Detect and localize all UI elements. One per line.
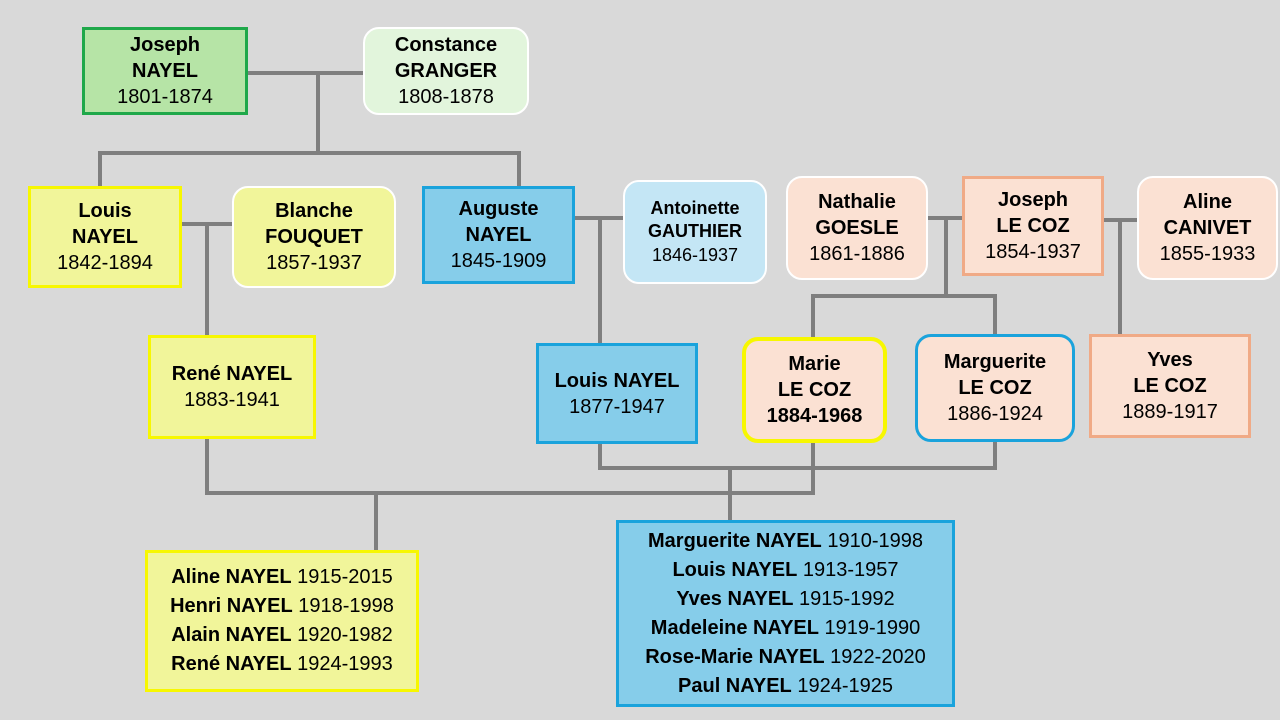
list-item: Paul NAYEL 1924-1925: [678, 674, 893, 697]
last-name: LE COZ: [958, 377, 1032, 399]
first-name: Joseph: [129, 34, 201, 56]
first-name: Antoinette: [650, 197, 740, 218]
first-name: Auguste: [458, 198, 539, 220]
years: 1808-1878: [398, 86, 494, 108]
children-of-louis-and-marguerite: Marguerite NAYEL 1910-1998 Louis NAYEL 1…: [616, 520, 955, 707]
person-yves-le-coz: Yves LE COZ 1889-1917: [1089, 334, 1251, 438]
years: 1886-1924: [947, 403, 1043, 425]
last-name: LE COZ: [1133, 375, 1207, 397]
person-blanche-fouquet: Blanche FOUQUET 1857-1937: [232, 186, 396, 288]
list-item: Yves NAYEL 1915-1992: [676, 587, 895, 610]
list-item: Marguerite NAYEL 1910-1998: [648, 529, 923, 552]
person-antoinette-gauthier: Antoinette GAUTHIER 1846-1937: [623, 180, 767, 284]
list-item: Alain NAYEL 1920-1982: [171, 624, 393, 646]
first-name: Marie: [788, 353, 841, 375]
first-name: Yves: [1147, 349, 1193, 371]
person-auguste-nayel: Auguste NAYEL 1845-1909: [422, 186, 575, 284]
years: 1855-1933: [1159, 243, 1256, 265]
first-name: Joseph: [997, 189, 1069, 211]
children-of-rene-and-marie: Aline NAYEL 1915-2015 Henri NAYEL 1918-1…: [145, 550, 419, 692]
years: 1854-1937: [985, 241, 1081, 263]
first-name: Louis: [78, 200, 132, 222]
person-nathalie-goesle: Nathalie GOESLE 1861-1886: [786, 176, 928, 280]
first-name: Aline: [1183, 191, 1232, 213]
person-louis-nayel-1877: Louis NAYEL 1877-1947: [536, 343, 698, 444]
person-rene-nayel-1883: René NAYEL 1883-1941: [148, 335, 316, 439]
person-constance-granger: Constance GRANGER 1808-1878: [363, 27, 529, 115]
person-louis-nayel-1842: Louis NAYEL 1842-1894: [28, 186, 182, 288]
person-marguerite-le-coz: Marguerite LE COZ 1886-1924: [915, 334, 1075, 442]
last-name: GAUTHIER: [648, 221, 742, 242]
list-item: Henri NAYEL 1918-1998: [170, 595, 394, 617]
full-name: René NAYEL: [171, 363, 293, 385]
last-name: GOESLE: [815, 217, 899, 239]
last-name: NAYEL: [465, 224, 532, 246]
first-name: Constance: [394, 34, 498, 56]
list-item: Louis NAYEL 1913-1957: [672, 558, 899, 581]
person-joseph-le-coz: Joseph LE COZ 1854-1937: [962, 176, 1104, 276]
last-name: LE COZ: [996, 215, 1070, 237]
years: 1884-1968: [766, 405, 863, 427]
last-name: CANIVET: [1163, 217, 1252, 239]
years: 1857-1937: [266, 252, 362, 274]
last-name: NAYEL: [72, 226, 138, 248]
years: 1801-1874: [117, 86, 213, 108]
years: 1877-1947: [569, 395, 665, 418]
years: 1842-1894: [57, 252, 153, 274]
years: 1861-1886: [809, 243, 905, 265]
list-item: René NAYEL 1924-1993: [171, 653, 393, 675]
last-name: NAYEL: [132, 60, 198, 82]
years: 1846-1937: [651, 244, 739, 265]
list-item: Madeleine NAYEL 1919-1990: [650, 616, 921, 639]
first-name: Nathalie: [818, 191, 896, 213]
last-name: FOUQUET: [265, 226, 363, 248]
years: 1883-1941: [184, 389, 280, 411]
list-item: Rose-Marie NAYEL 1922-2020: [645, 645, 926, 668]
years: 1845-1909: [450, 250, 547, 272]
full-name: Louis NAYEL: [554, 369, 680, 392]
list-item: Aline NAYEL 1915-2015: [171, 566, 393, 588]
first-name: Blanche: [275, 200, 353, 222]
first-name: Marguerite: [943, 351, 1047, 373]
years: 1889-1917: [1122, 401, 1218, 423]
last-name: LE COZ: [777, 379, 852, 401]
person-joseph-nayel: Joseph NAYEL 1801-1874: [82, 27, 248, 115]
person-marie-le-coz: Marie LE COZ 1884-1968: [742, 337, 887, 443]
last-name: GRANGER: [394, 60, 498, 82]
person-aline-canivet: Aline CANIVET 1855-1933: [1137, 176, 1278, 280]
